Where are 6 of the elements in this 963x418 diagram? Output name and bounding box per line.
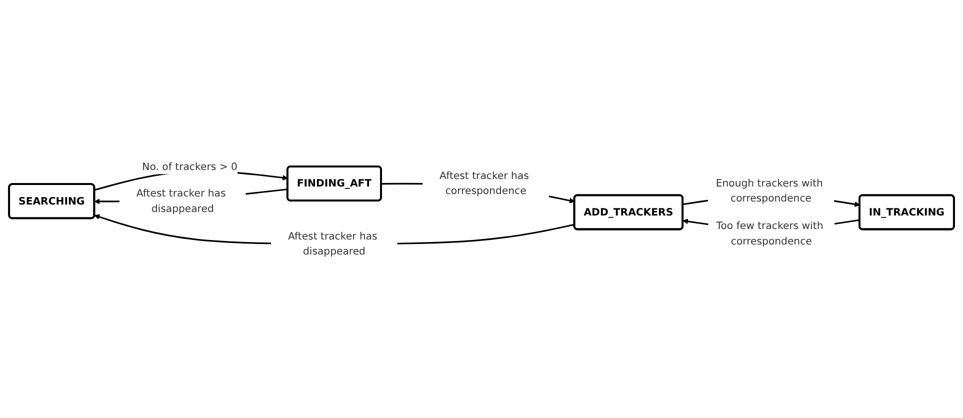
edge-label: Aftest tracker has disappeared	[136, 187, 226, 214]
edge-label: Too few trackers with correspondence	[716, 220, 824, 247]
edge-label: Aftest tracker has disappeared	[288, 230, 378, 258]
edge-label: Enough trackers with correspondence	[716, 176, 823, 204]
edge-label: No. of trackers > 0	[142, 160, 238, 172]
edge-label: Aftest tracker has correspondence	[440, 170, 529, 197]
